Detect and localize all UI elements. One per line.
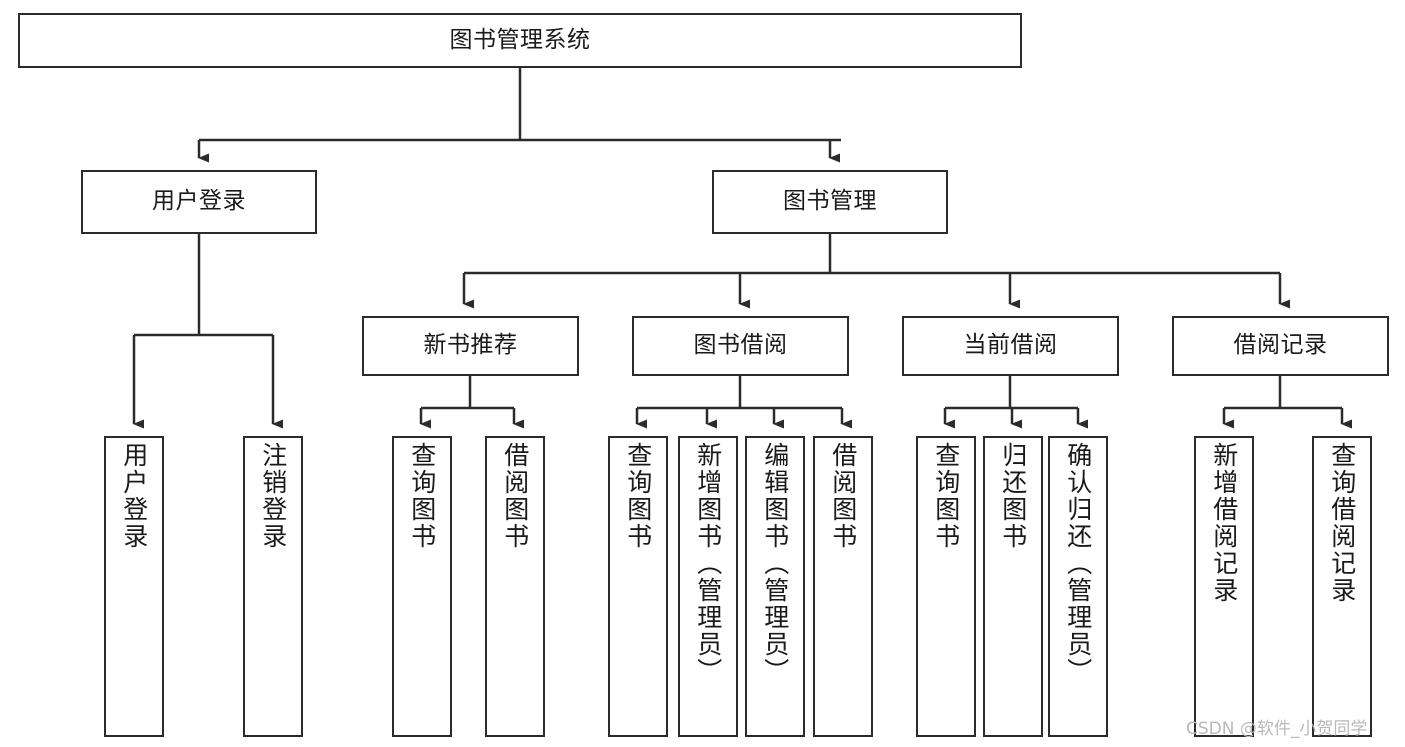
node-leaf-query-book-1-label: 查询图书 xyxy=(407,442,437,550)
node-borrow-record-label: 借阅记录 xyxy=(1233,332,1328,359)
node-leaf-edit-book[interactable]: 编辑图书（管理员） xyxy=(745,436,805,737)
node-leaf-edit-book-label: 编辑图书（管理员） xyxy=(760,442,790,685)
node-leaf-borrow-book-1[interactable]: 借阅图书 xyxy=(485,436,545,737)
node-leaf-query-book-2[interactable]: 查询图书 xyxy=(608,436,668,737)
node-leaf-borrow-book-1-label: 借阅图书 xyxy=(500,442,530,550)
node-leaf-confirm-return-label: 确认归还（管理员） xyxy=(1063,442,1093,685)
node-borrow-record[interactable]: 借阅记录 xyxy=(1172,316,1389,376)
node-user-login-label: 用户登录 xyxy=(152,188,246,215)
node-book-borrow[interactable]: 图书借阅 xyxy=(632,316,849,376)
node-leaf-confirm-return[interactable]: 确认归还（管理员） xyxy=(1048,436,1108,737)
node-leaf-add-record-label: 新增借阅记录 xyxy=(1209,442,1239,604)
node-leaf-query-book-1[interactable]: 查询图书 xyxy=(392,436,452,737)
node-leaf-add-record[interactable]: 新增借阅记录 xyxy=(1194,436,1254,737)
node-new-book-recommend[interactable]: 新书推荐 xyxy=(362,316,579,376)
node-leaf-return-book-label: 归还图书 xyxy=(998,442,1028,550)
node-leaf-add-book[interactable]: 新增图书（管理员） xyxy=(678,436,738,737)
node-leaf-borrow-book-2-label: 借阅图书 xyxy=(828,442,858,550)
node-leaf-add-book-label: 新增图书（管理员） xyxy=(693,442,723,685)
node-leaf-user-login[interactable]: 用户登录 xyxy=(104,436,164,737)
node-leaf-user-logout[interactable]: 注销登录 xyxy=(243,436,303,737)
node-leaf-query-book-3-label: 查询图书 xyxy=(931,442,961,550)
node-current-borrow-label: 当前借阅 xyxy=(963,332,1058,359)
node-leaf-return-book[interactable]: 归还图书 xyxy=(983,436,1043,737)
node-book-manage[interactable]: 图书管理 xyxy=(712,170,948,234)
node-root-label: 图书管理系统 xyxy=(449,26,591,53)
node-book-borrow-label: 图书借阅 xyxy=(693,332,788,359)
node-new-book-recommend-label: 新书推荐 xyxy=(423,332,518,359)
node-leaf-borrow-book-2[interactable]: 借阅图书 xyxy=(813,436,873,737)
node-leaf-query-book-3[interactable]: 查询图书 xyxy=(916,436,976,737)
node-leaf-query-book-2-label: 查询图书 xyxy=(623,442,653,550)
node-book-manage-label: 图书管理 xyxy=(783,188,877,215)
node-user-login[interactable]: 用户登录 xyxy=(81,170,317,234)
node-current-borrow[interactable]: 当前借阅 xyxy=(902,316,1119,376)
node-leaf-user-login-label: 用户登录 xyxy=(119,442,149,550)
watermark: CSDN @软件_小贺同学 xyxy=(1186,719,1368,739)
node-leaf-query-record[interactable]: 查询借阅记录 xyxy=(1312,436,1372,737)
node-root[interactable]: 图书管理系统 xyxy=(18,13,1022,68)
node-leaf-query-record-label: 查询借阅记录 xyxy=(1327,442,1357,604)
node-leaf-user-logout-label: 注销登录 xyxy=(258,442,288,550)
